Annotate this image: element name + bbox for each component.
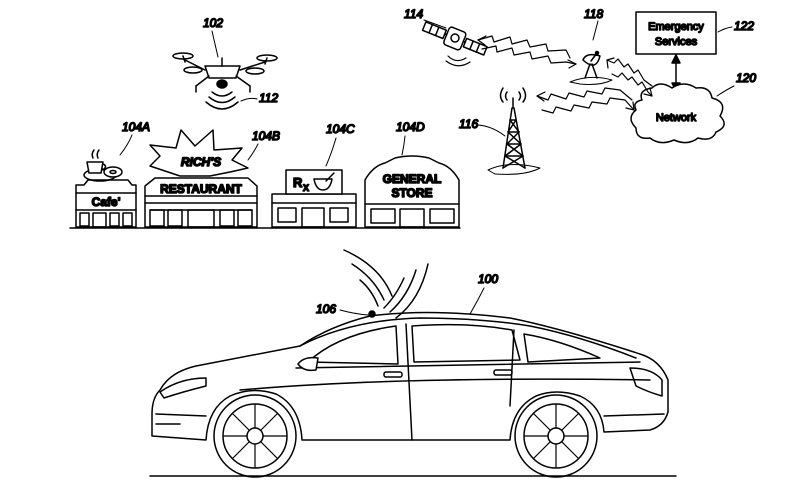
ref-network: 120: [736, 71, 756, 85]
ref-car-antenna: 106: [316, 302, 336, 316]
shop-pharmacy: R X: [271, 169, 357, 228]
ref-cafe: 104A: [122, 120, 150, 134]
shop-general-store: GENERAL STORE: [364, 155, 460, 228]
restaurant-name: RICH'S: [181, 155, 221, 169]
car: [151, 311, 669, 441]
cafe-sign: Cafe': [92, 195, 121, 209]
car-front-wheel: [213, 394, 297, 478]
emergency-line1: Emergency: [648, 21, 704, 33]
satellite: [421, 21, 488, 67]
network-label: Network: [656, 112, 697, 124]
ref-satellite: 114: [404, 7, 423, 21]
emergency-line2: Services: [655, 36, 698, 48]
ref-dish: 118: [584, 7, 603, 21]
store-line2: STORE: [391, 186, 432, 200]
wireless-links: [477, 35, 653, 114]
ref-car: 100: [478, 272, 498, 286]
ref-tower: 116: [459, 117, 478, 131]
drone: [172, 52, 278, 110]
satellite-dish: [569, 50, 613, 85]
network-cloud: Network: [630, 83, 725, 144]
car-antenna: [343, 249, 429, 319]
restaurant-sign: RESTAURANT: [160, 182, 242, 196]
emergency-services-box: Emergency Services: [635, 11, 717, 55]
ref-restaurant: 104B: [252, 129, 280, 143]
ref-store: 104D: [396, 120, 425, 134]
shop-restaurant: RICH'S RESTAURANT: [144, 129, 258, 228]
ref-drone: 102: [203, 16, 223, 30]
shop-cafe: Cafe': [75, 149, 137, 228]
rx-r: R: [293, 175, 303, 190]
car-rear-wheel: [514, 394, 598, 478]
ref-emergency: 122: [734, 19, 754, 33]
rx-x: X: [303, 183, 309, 193]
cell-tower: [487, 87, 541, 175]
ref-pharmacy: 104C: [326, 122, 355, 136]
ref-drone-signal: 112: [259, 91, 278, 105]
store-line1: GENERAL: [383, 172, 442, 186]
